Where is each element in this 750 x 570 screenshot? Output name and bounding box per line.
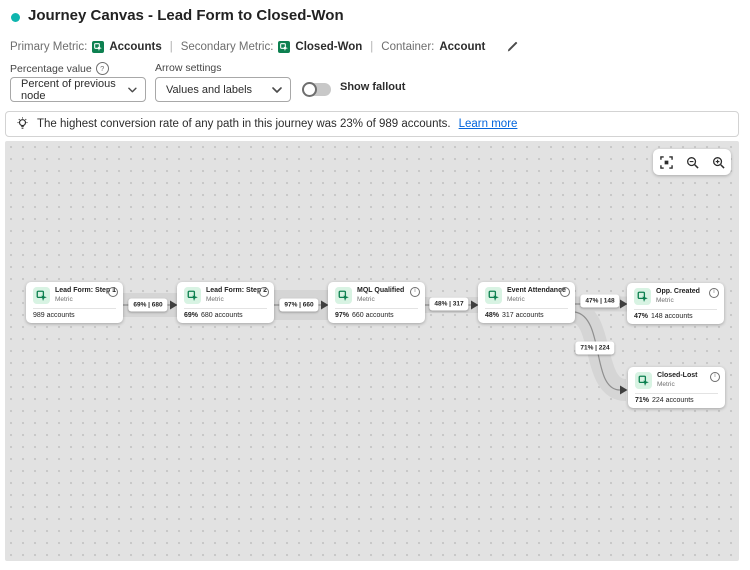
zoom-in-icon (712, 156, 725, 169)
chevron-down-icon (272, 86, 282, 93)
separator: | (169, 40, 173, 53)
info-icon[interactable]: i (560, 287, 570, 297)
node-count: 680 accounts (201, 312, 243, 319)
page-title: Journey Canvas - Lead Form to Closed-Won (28, 7, 344, 24)
edit-button[interactable] (506, 40, 519, 53)
edge-label[interactable]: 97% | 660 (279, 298, 319, 312)
edge-layer (123, 290, 628, 401)
secondary-metric-value: Closed-Won (295, 40, 363, 53)
percentage-value-selected: Percent of previous node (21, 77, 116, 102)
metric-icon (33, 287, 50, 304)
journey-node[interactable]: Lead Form: Step 1 Metric i 989 accounts (26, 282, 123, 323)
node-title: MQL Qualified (357, 287, 405, 294)
separator: | (370, 40, 374, 53)
node-subtitle: Metric (656, 297, 674, 305)
journey-node[interactable]: MQL Qualified Metric i 97%660 accounts (328, 282, 425, 323)
canvas-toolbar (653, 149, 731, 175)
fit-screen-button[interactable] (654, 150, 678, 174)
chevron-down-icon (128, 87, 137, 92)
divider (634, 309, 717, 310)
edge-label[interactable]: 69% | 680 (128, 298, 168, 312)
node-count: 317 accounts (502, 312, 544, 319)
percentage-value-label: Percentage value ? (10, 62, 109, 75)
toggle-knob (302, 82, 317, 97)
container-value: Account (439, 40, 486, 53)
lightbulb-icon (17, 117, 28, 129)
node-title: Event Attendance (507, 287, 566, 294)
container-label: Container: (381, 40, 435, 53)
edge-label[interactable]: 47% | 148 (580, 294, 620, 308)
zoom-out-button[interactable] (680, 150, 704, 174)
info-icon[interactable]: i (710, 372, 720, 382)
pencil-icon (508, 41, 518, 52)
node-percent: 47% (634, 313, 649, 320)
node-subtitle: Metric (357, 296, 375, 304)
info-icon[interactable]: i (410, 287, 420, 297)
insight-text: The highest conversion rate of any path … (37, 118, 451, 130)
percentage-value-dropdown[interactable]: Percent of previous node (10, 77, 146, 102)
edge-label[interactable]: 71% | 224 (575, 341, 615, 355)
node-subtitle: Metric (507, 296, 525, 304)
metric-icon (485, 287, 502, 304)
info-icon[interactable]: i (108, 287, 118, 297)
fit-screen-icon (659, 155, 673, 169)
divider (485, 308, 568, 309)
arrow-settings-label: Arrow settings (155, 62, 222, 74)
journey-node[interactable]: Opp. Created Metric i 47%148 accounts (627, 283, 724, 324)
metric-summary-bar: Primary Metric: Accounts | Secondary Met… (10, 40, 519, 53)
node-subtitle: Metric (657, 381, 675, 389)
node-title: Lead Form: Step 1 (55, 287, 117, 294)
info-icon[interactable]: i (709, 288, 719, 298)
node-title: Lead Form: Step 2 (206, 287, 268, 294)
insight-banner: The highest conversion rate of any path … (5, 111, 739, 137)
node-subtitle: Metric (55, 296, 73, 304)
status-bullet (11, 13, 20, 22)
learn-more-link[interactable]: Learn more (458, 118, 518, 130)
help-icon[interactable]: ? (95, 62, 109, 75)
journey-canvas[interactable]: Lead Form: Step 1 Metric i 989 accounts … (5, 141, 739, 561)
metric-icon (278, 40, 291, 53)
edge-label[interactable]: 48% | 317 (429, 297, 469, 311)
zoom-in-button[interactable] (706, 150, 730, 174)
node-count: 148 accounts (651, 313, 693, 320)
journey-node[interactable]: Closed-Lost Metric i 71%224 accounts (628, 367, 725, 408)
journey-node[interactable]: Event Attendance Metric i 48%317 account… (478, 282, 575, 323)
show-fallout-label: Show fallout (340, 81, 406, 93)
metric-icon (335, 287, 352, 304)
arrow-settings-dropdown[interactable]: Values and labels (155, 77, 291, 102)
primary-metric-value: Accounts (109, 40, 162, 53)
divider (33, 308, 116, 309)
node-count: 224 accounts (652, 397, 694, 404)
zoom-out-icon (686, 156, 699, 169)
divider (335, 308, 418, 309)
node-count: 660 accounts (352, 312, 394, 319)
node-percent: 48% (485, 312, 500, 319)
info-icon[interactable]: i (259, 287, 269, 297)
primary-metric-label: Primary Metric: (10, 40, 88, 53)
node-count: 989 accounts (33, 312, 75, 319)
journey-node[interactable]: Lead Form: Step 2 Metric i 69%680 accoun… (177, 282, 274, 323)
arrow-settings-selected: Values and labels (166, 83, 253, 96)
metric-icon (635, 372, 652, 389)
metric-icon (184, 287, 201, 304)
metric-icon (92, 40, 105, 53)
node-percent: 97% (335, 312, 350, 319)
node-subtitle: Metric (206, 296, 224, 304)
node-percent: 71% (635, 397, 650, 404)
arrow-settings-label-text: Arrow settings (155, 62, 222, 74)
node-title: Opp. Created (656, 288, 700, 295)
node-title: Closed-Lost (657, 372, 698, 379)
divider (635, 393, 718, 394)
percentage-value-label-text: Percentage value (10, 62, 92, 75)
divider (184, 308, 267, 309)
secondary-metric-label: Secondary Metric: (180, 40, 274, 53)
node-percent: 69% (184, 312, 199, 319)
metric-icon (634, 288, 651, 305)
show-fallout-toggle[interactable] (302, 82, 331, 97)
